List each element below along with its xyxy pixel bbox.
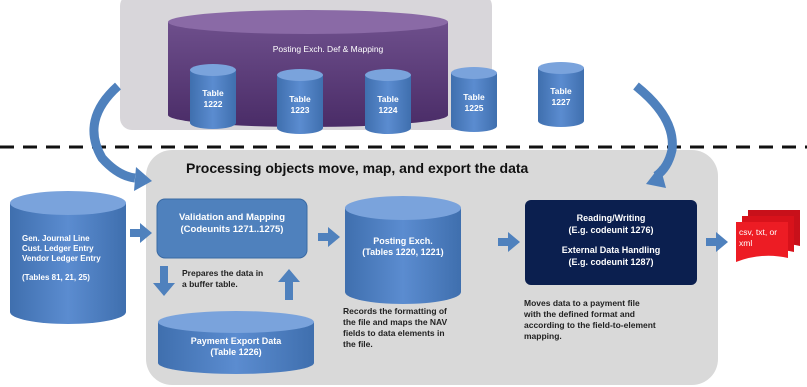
cylinder-table-1224 <box>365 69 411 134</box>
cylinder-table-1223 <box>277 69 323 134</box>
posting-exch-label: Posting Exch. (Tables 1220, 1221) <box>362 236 444 258</box>
reading-writing-label: Reading/Writing (E.g. codeunit 1276) Ext… <box>561 213 661 268</box>
arrow-validation-to-posting <box>318 227 340 247</box>
cylinder-table-1225 <box>451 67 497 132</box>
validation-label: Validation and Mapping (Codeunits 1271..… <box>178 212 286 235</box>
arrow-buffer-up <box>278 269 300 300</box>
reading-writing-box <box>525 200 697 285</box>
posting-exch-note: Records the formatting of the file and m… <box>343 306 448 350</box>
payment-export-label: Payment Export Data (Table 1226) <box>190 336 282 358</box>
right-curved-arrowhead <box>646 166 666 188</box>
purple-cylinder-top <box>168 10 448 34</box>
arrow-source-to-validation <box>130 223 152 243</box>
right-curved-arrow <box>633 82 677 180</box>
output-files-label: csv, txt, or xml <box>739 227 778 248</box>
flow-arrows <box>130 223 728 300</box>
posting-exch-cylinder <box>345 196 461 304</box>
validation-box <box>156 198 308 259</box>
validation-note: Prepares the data in a buffer table. <box>182 268 264 290</box>
arrow-validation-down <box>153 266 175 296</box>
source-cylinder <box>10 191 126 324</box>
reading-writing-note: Moves data to a payment file with the de… <box>524 298 656 342</box>
output-files-stack <box>736 210 800 262</box>
small-cylinders <box>190 62 584 134</box>
source-tables-label: Gen. Journal Line Cust. Ledger Entry Ven… <box>22 234 101 282</box>
arrow-reading-to-output <box>706 232 728 252</box>
cylinder-table-1222 <box>190 64 236 129</box>
arrow-posting-to-reading <box>498 232 520 252</box>
left-curved-arrow <box>89 82 136 183</box>
processing-title: Processing objects move, map, and export… <box>186 160 529 176</box>
cylinder-table-1227 <box>538 62 584 127</box>
top-database-title: Posting Exch. Def & Mapping <box>272 44 384 54</box>
payment-export-cylinder <box>158 311 314 374</box>
left-curved-arrowhead <box>134 167 152 191</box>
